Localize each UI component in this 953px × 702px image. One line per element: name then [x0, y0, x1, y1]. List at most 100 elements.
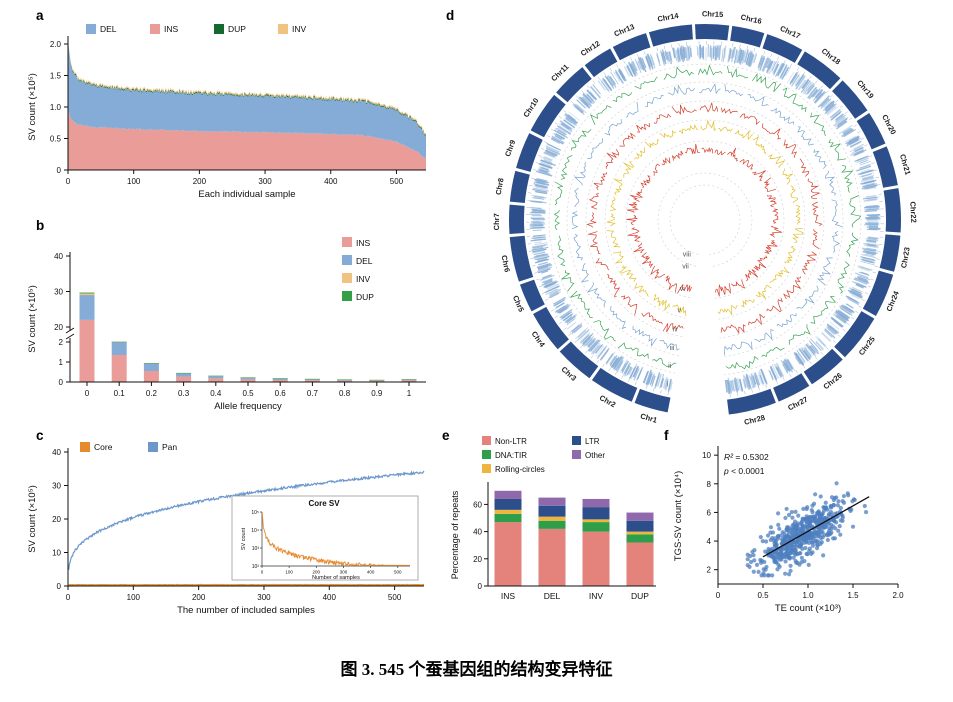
density-tick	[537, 169, 548, 174]
density-tick	[794, 76, 804, 89]
legend-swatch	[572, 450, 581, 459]
chromosome-arc	[856, 112, 886, 150]
density-tick	[851, 286, 863, 293]
legend-label: Core	[94, 442, 113, 452]
density-tick	[845, 295, 860, 304]
density-tick	[769, 370, 775, 380]
density-tick	[785, 66, 792, 77]
density-tick	[626, 65, 632, 77]
scatter-point	[789, 543, 794, 548]
scatter-point	[834, 481, 839, 486]
scale-tick	[597, 76, 600, 80]
density-tick	[535, 189, 548, 194]
density-tick	[801, 348, 810, 360]
density-tick	[848, 290, 862, 299]
track-line-iv	[783, 139, 798, 158]
density-tick	[550, 138, 560, 144]
density-tick	[765, 58, 771, 69]
density-tick	[746, 50, 752, 66]
scatter-point	[785, 549, 790, 554]
bar-segment-DEL	[111, 341, 127, 355]
chromosome-label: Chr8	[494, 177, 506, 195]
density-tick	[530, 238, 547, 242]
y-tick-label: 20	[52, 515, 61, 524]
track-line-vi	[745, 269, 759, 282]
density-tick	[761, 371, 768, 385]
bar-segment-INS	[79, 319, 95, 382]
scatter-point	[817, 515, 822, 520]
density-tick	[858, 159, 870, 165]
density-tick	[542, 163, 553, 168]
track-line-v	[752, 135, 767, 155]
density-tick	[576, 99, 586, 109]
scale-tick	[853, 124, 857, 127]
density-tick	[809, 86, 816, 95]
density-tick	[657, 373, 662, 387]
scatter-point	[770, 530, 776, 535]
track-line-iv	[620, 295, 638, 316]
density-tick	[580, 98, 590, 107]
density-tick	[806, 342, 817, 355]
x-tick-label: 0.5	[757, 591, 769, 600]
density-tick	[864, 207, 880, 210]
scatter-point	[815, 539, 821, 544]
density-tick	[662, 378, 667, 389]
density-tick	[588, 342, 596, 351]
scale-tick	[854, 310, 859, 313]
scatter-point	[810, 540, 816, 545]
bar-segment-INS	[272, 380, 288, 382]
density-tick	[799, 348, 810, 362]
legend-swatch	[342, 255, 352, 265]
density-tick	[838, 305, 852, 315]
scale-tick	[864, 144, 868, 147]
density-tick	[839, 306, 853, 317]
track-line-vi	[739, 158, 753, 170]
scale-tick	[860, 137, 865, 140]
density-tick	[815, 92, 823, 99]
scale-tick	[867, 285, 872, 288]
density-tick	[583, 97, 592, 106]
scatter-point	[787, 525, 792, 530]
scatter-point	[813, 492, 818, 497]
scatter-point	[793, 548, 798, 553]
density-tick	[647, 375, 652, 386]
scatter-point	[762, 573, 767, 578]
density-tick	[571, 324, 580, 332]
density-tick	[626, 366, 632, 376]
density-tick	[757, 55, 763, 69]
scatter-point	[817, 532, 822, 537]
density-tick	[564, 117, 573, 124]
density-tick	[861, 183, 875, 188]
density-tick	[837, 117, 849, 126]
track-guide	[585, 100, 825, 339]
track-line-v	[718, 304, 738, 316]
track-line-ii	[561, 270, 575, 292]
track-guide	[604, 119, 806, 320]
density-tick	[683, 47, 687, 59]
chromosome-arc	[591, 367, 638, 402]
density-tick	[775, 362, 785, 378]
density-tick	[791, 74, 798, 84]
track-line-v	[653, 294, 670, 311]
scale-tick	[876, 184, 881, 186]
density-tick	[821, 332, 832, 343]
scatter-point	[791, 555, 796, 560]
density-tick	[555, 302, 565, 309]
density-tick	[668, 51, 673, 61]
density-tick	[849, 291, 863, 300]
scale-tick	[874, 265, 878, 268]
scale-tick	[554, 315, 559, 318]
axis-line	[65, 327, 75, 334]
chromosome-arc	[533, 306, 569, 350]
density-tick	[600, 349, 609, 361]
x-tick-label: 0	[85, 389, 90, 398]
density-tick	[574, 103, 585, 113]
legend-label: DEL	[100, 24, 117, 34]
density-tick	[573, 104, 584, 114]
density-tick	[736, 47, 742, 63]
density-tick	[660, 377, 665, 387]
scatter-point	[793, 509, 798, 514]
scatter-point	[803, 545, 808, 551]
density-tick	[546, 142, 562, 151]
scatter-point	[754, 562, 760, 567]
